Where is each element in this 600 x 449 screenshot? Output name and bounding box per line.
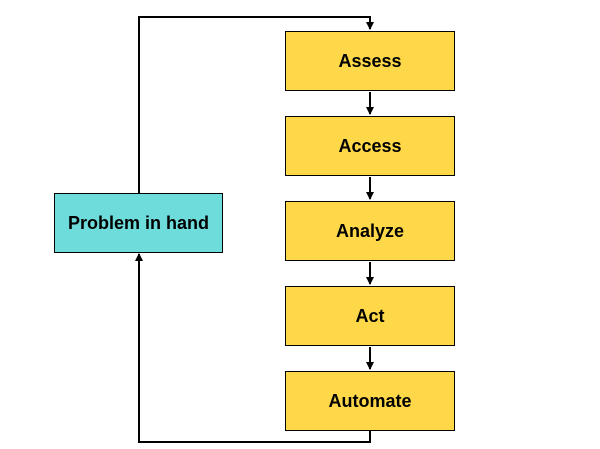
problem-label: Problem in hand <box>67 212 209 233</box>
step-analyze-box: Analyze <box>285 201 455 261</box>
step-assess-box: Assess <box>285 31 455 91</box>
step-access-box: Access <box>285 116 455 176</box>
step-label-assess: Assess <box>338 50 402 71</box>
loop-connector-top <box>138 16 374 193</box>
problem-in-hand-box: Problem in hand <box>54 193 223 253</box>
step-label-act: Act <box>355 305 385 326</box>
step-automate-box: Automate <box>285 371 455 431</box>
loop-connector-bottom <box>135 253 371 443</box>
step-label-analyze: Analyze <box>335 220 405 241</box>
step-label-automate: Automate <box>328 390 412 411</box>
step-act-box: Act <box>285 286 455 346</box>
step-label-access: Access <box>338 135 402 156</box>
